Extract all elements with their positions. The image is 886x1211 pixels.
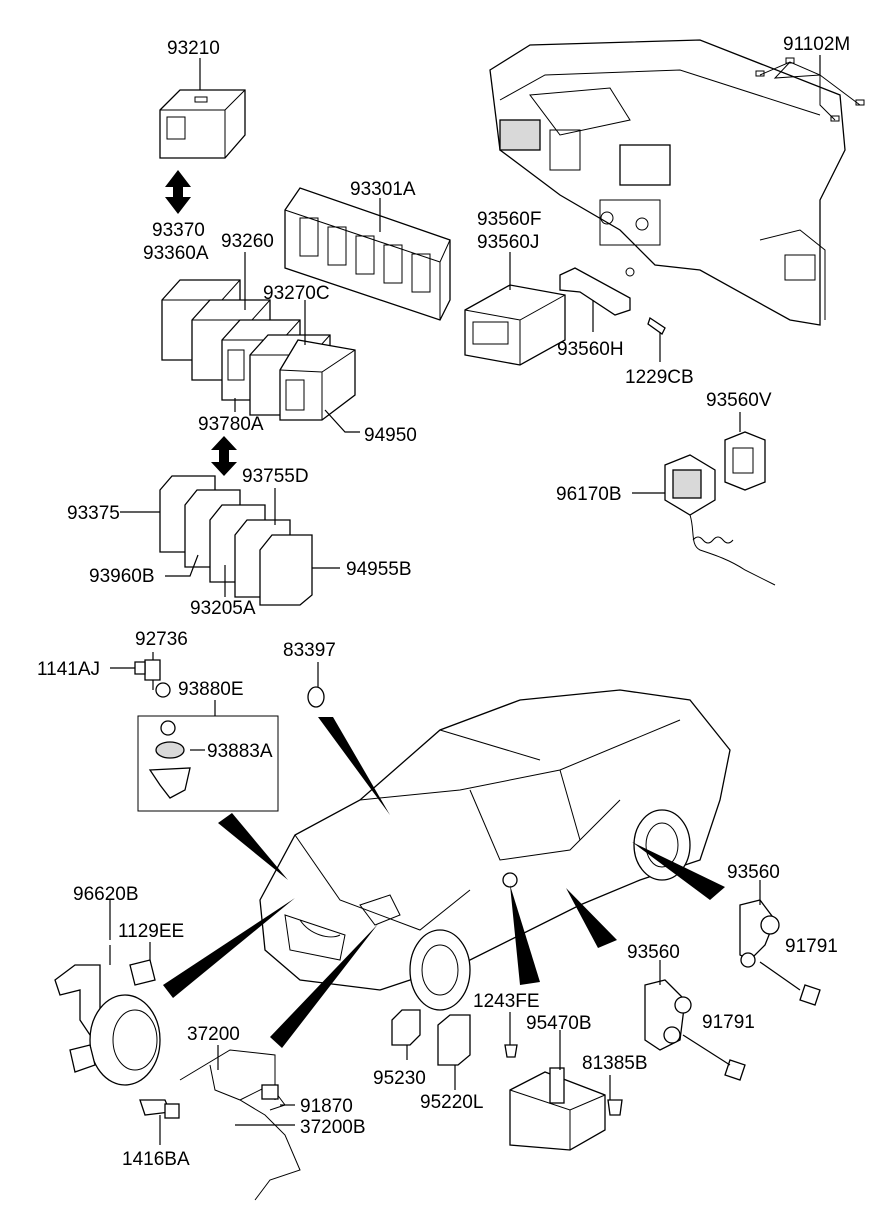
harness-37200 — [179, 1045, 301, 1201]
label-93360A: 93360A — [143, 243, 209, 264]
label-93210: 93210 — [167, 38, 220, 59]
label-91791-lower: 91791 — [702, 1012, 755, 1033]
horn-96620B — [54, 900, 161, 1086]
label-94955B: 94955B — [346, 559, 412, 580]
label-81385B: 81385B — [582, 1053, 648, 1074]
label-1416BA: 1416BA — [122, 1149, 190, 1170]
label-94950: 94950 — [364, 425, 417, 446]
label-91870: 91870 — [300, 1096, 353, 1117]
label-93560-lower: 93560 — [627, 942, 680, 963]
label-93560J: 93560J — [477, 232, 539, 253]
label-91791-upper: 91791 — [785, 936, 838, 957]
switch-row-lower — [120, 475, 340, 606]
label-93260: 93260 — [221, 231, 274, 252]
switch-93210 — [159, 58, 246, 159]
label-96620B: 96620B — [73, 884, 139, 905]
switch-block-93301A — [284, 187, 451, 321]
bracket-93560H — [559, 267, 666, 362]
switch-93560-lower — [644, 960, 746, 1081]
harness-91102M — [755, 55, 865, 122]
relay-95230 — [391, 1009, 421, 1060]
label-93880E: 93880E — [178, 679, 244, 700]
label-93560F: 93560F — [477, 209, 541, 230]
leader-wedges — [163, 717, 725, 1048]
relay-95220L — [437, 1014, 471, 1090]
label-93780A: 93780A — [198, 414, 264, 435]
label-1129EE: 1129EE — [118, 921, 184, 942]
pad-93560V — [724, 412, 766, 491]
label-91102M: 91102M — [783, 34, 850, 55]
label-1229CB: 1229CB — [625, 367, 694, 388]
label-93205A: 93205A — [190, 598, 256, 619]
sensor-96170B — [632, 454, 776, 586]
label-93301A: 93301A — [350, 179, 416, 200]
label-95470B: 95470B — [526, 1013, 592, 1034]
label-93560H: 93560H — [557, 339, 624, 360]
label-1141AJ: 1141AJ — [37, 659, 100, 680]
label-37200: 37200 — [187, 1024, 240, 1045]
module-93560F — [464, 252, 566, 366]
part-labels: 93210 93370 93360A 93260 93301A 93270C 9… — [37, 34, 850, 1170]
label-95230: 95230 — [373, 1068, 426, 1089]
label-93270C: 93270C — [263, 283, 330, 304]
label-93560-upper: 93560 — [727, 862, 780, 883]
label-1243FE: 1243FE — [473, 991, 540, 1012]
double-arrow-lower — [211, 436, 237, 476]
grommet-83397 — [307, 662, 325, 708]
sensor-assembly-93880E — [110, 652, 279, 812]
switch-93560-upper — [739, 880, 821, 1006]
bolt-1129EE — [129, 942, 156, 986]
label-93960B: 93960B — [89, 566, 155, 587]
label-93883A: 93883A — [207, 741, 273, 762]
label-96170B: 96170B — [556, 484, 622, 505]
label-83397: 83397 — [283, 640, 336, 661]
label-93560V: 93560V — [706, 390, 772, 411]
switch-row-middle — [161, 252, 360, 433]
double-arrow-upper — [165, 170, 191, 214]
car-illustration — [259, 689, 731, 1011]
label-92736: 92736 — [135, 629, 188, 650]
dashboard-illustration — [489, 39, 846, 326]
label-93375: 93375 — [67, 503, 120, 524]
label-37200B: 37200B — [300, 1117, 366, 1138]
bolt-1416BA — [139, 1099, 180, 1145]
module-95470B — [504, 1012, 623, 1151]
label-93370: 93370 — [152, 220, 205, 241]
label-93755D: 93755D — [242, 466, 309, 487]
label-95220L: 95220L — [420, 1092, 483, 1113]
